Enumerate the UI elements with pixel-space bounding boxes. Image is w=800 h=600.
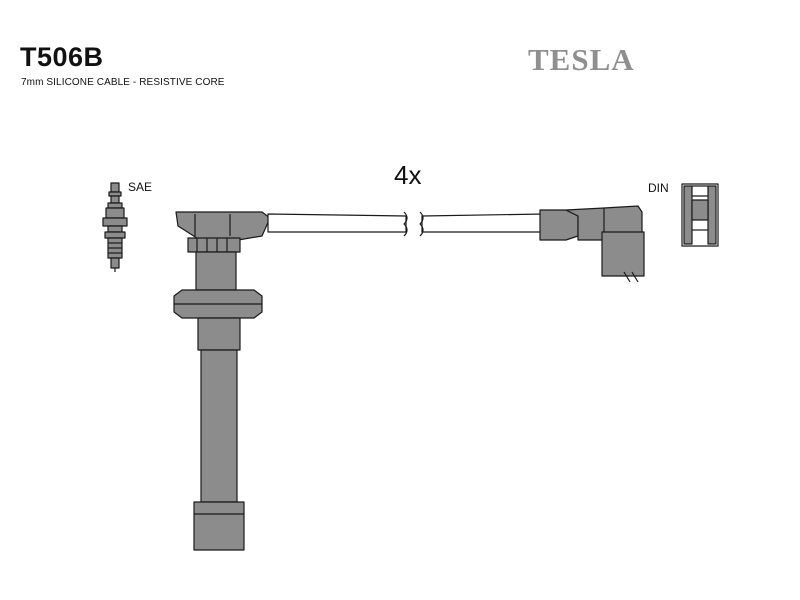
brand-logo: TESLA <box>528 42 635 77</box>
cable-description: 7mm SILICONE CABLE - RESISTIVE CORE <box>21 77 225 88</box>
sae-label: SAE <box>128 180 153 194</box>
din-label: DIN <box>648 181 669 195</box>
cable <box>267 211 545 237</box>
spark-plug-boot <box>173 211 271 551</box>
spark-plug-icon <box>102 182 128 272</box>
quantity-label: 4x <box>394 160 422 190</box>
din-terminal-icon <box>681 183 719 247</box>
part-number: T506B <box>20 42 104 72</box>
coil-boot <box>539 205 645 283</box>
